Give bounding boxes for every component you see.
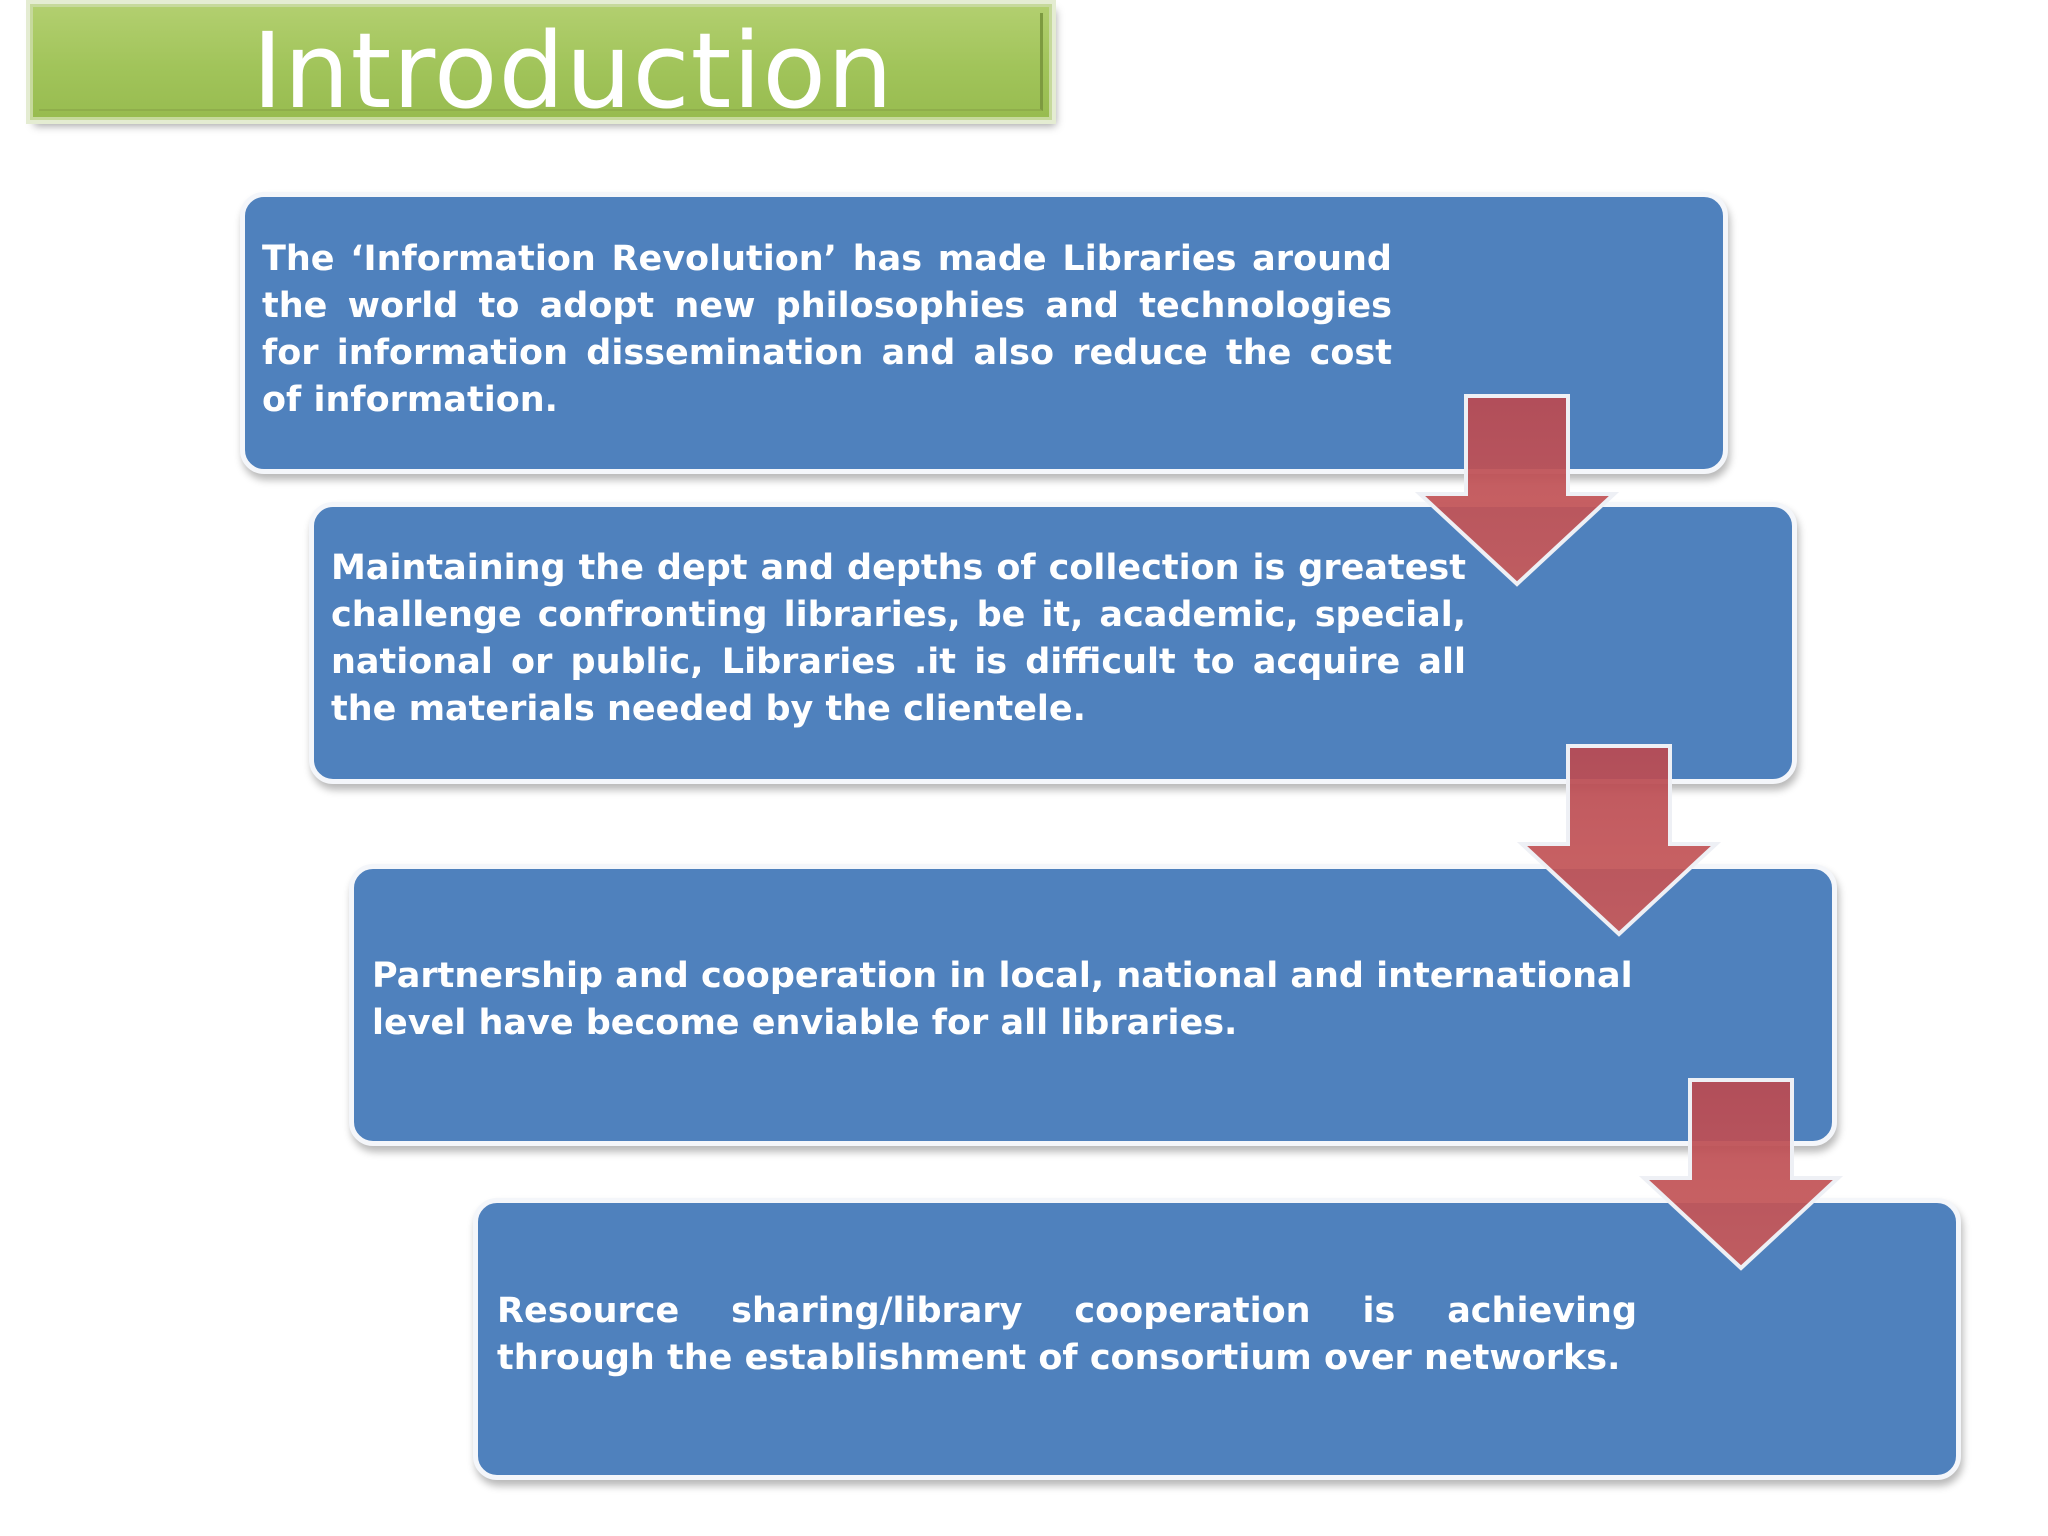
down-arrow-icon [1516, 744, 1722, 937]
flow-step-4-text: Resource sharing/library cooperation is … [497, 1291, 1637, 1378]
flow-step-3-text: Partnership and cooperation in local, na… [372, 956, 1633, 1043]
flow-step-1-box [240, 192, 1728, 474]
flow-step-1-text: The ‘Information Revolution’ has made Li… [262, 239, 1392, 420]
slide-title: Introduction [252, 10, 894, 132]
down-arrow-icon [1414, 394, 1620, 587]
flow-step-4-box [473, 1198, 1961, 1480]
flow-step-2-text: Maintaining the dept and depths of colle… [331, 548, 1466, 729]
flow-step-3-box [349, 864, 1837, 1146]
title-banner: Introduction [26, 0, 1056, 129]
down-arrow-icon [1638, 1078, 1844, 1271]
